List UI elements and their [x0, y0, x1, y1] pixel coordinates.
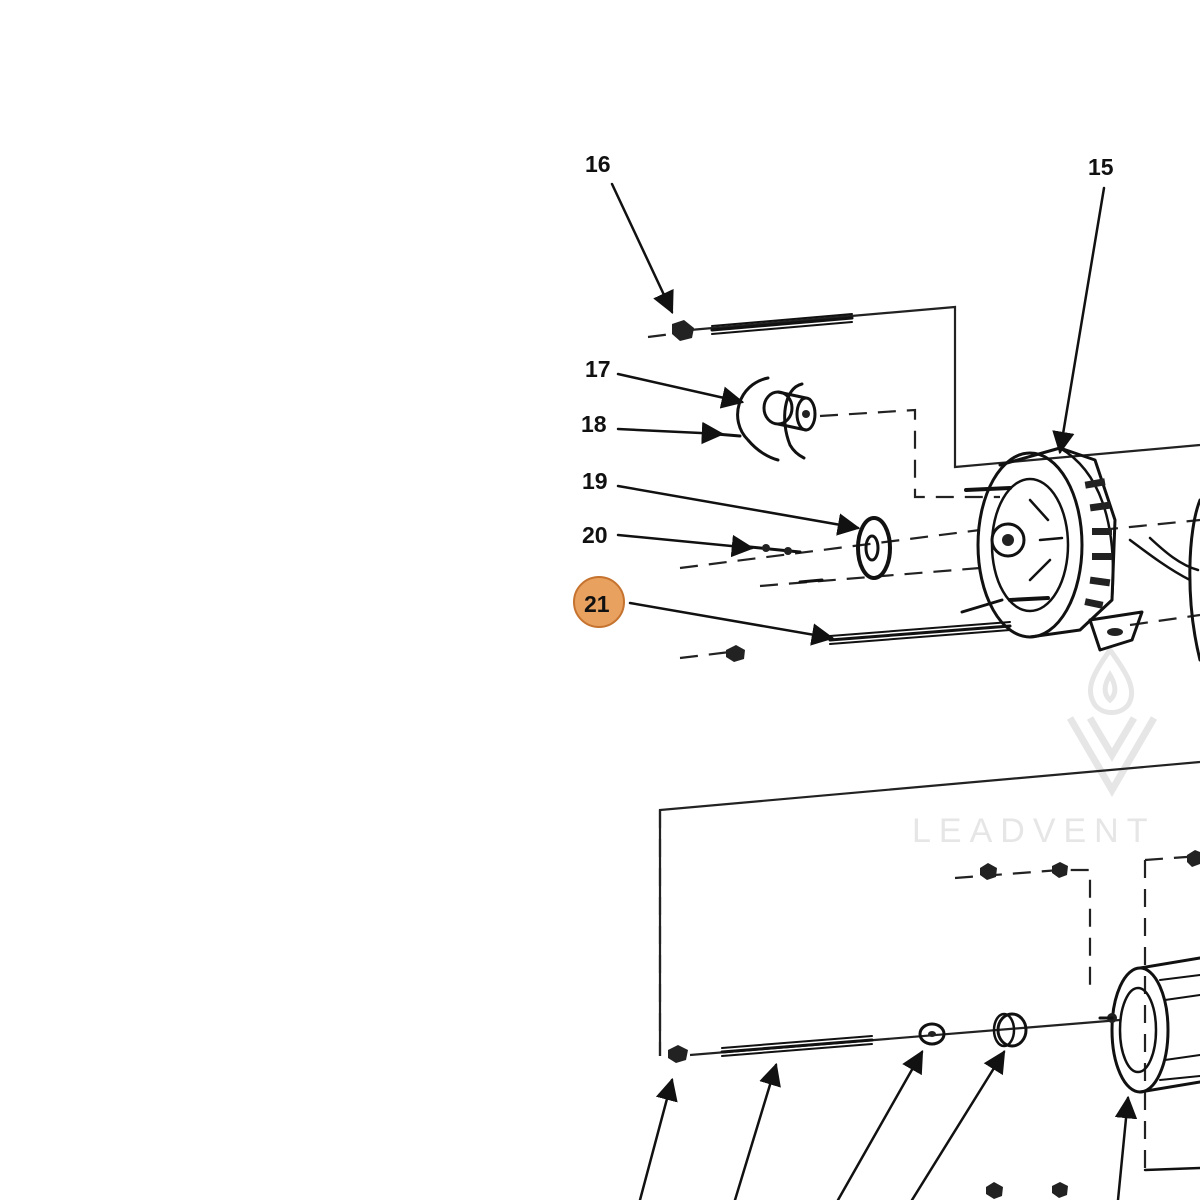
lower-assembly	[638, 760, 1200, 1200]
callout-labels: 16 15 17 18 19 20 21	[581, 151, 1114, 617]
part-21-tie-rod	[726, 621, 1012, 662]
leader-16	[610, 182, 674, 315]
callout-17[interactable]: 17	[585, 356, 611, 382]
watermark-text: LEADVENT	[912, 812, 1156, 850]
callout-15[interactable]: 15	[1088, 154, 1114, 180]
watermark-v-logo-icon	[1066, 716, 1158, 797]
leader-19	[616, 484, 861, 536]
leader-21	[628, 601, 835, 646]
watermark: LEADVENT	[912, 645, 1158, 850]
upper-assembly	[647, 305, 1200, 662]
lower-spacer	[992, 1012, 1028, 1048]
part-16-tie-rod	[672, 313, 854, 341]
part-19-washer	[856, 516, 892, 580]
callout-16[interactable]: 16	[585, 151, 611, 177]
part-20-screw	[738, 544, 824, 584]
leader-18	[616, 421, 725, 445]
leader-20	[616, 533, 755, 558]
lower-washer	[918, 1022, 946, 1046]
leader-17	[616, 372, 745, 409]
lower-leader-lines	[638, 1050, 1138, 1200]
leader-15	[1052, 186, 1106, 455]
part-15-motor-housing	[960, 446, 1200, 662]
callout-18[interactable]: 18	[581, 411, 607, 437]
callout-21-highlight	[573, 576, 625, 628]
part-17-bearing	[736, 376, 817, 462]
watermark-flame-icon	[1087, 645, 1135, 715]
callout-20[interactable]: 20	[582, 522, 608, 548]
callout-21[interactable]: 21	[584, 591, 610, 617]
lower-motor-stator	[1098, 956, 1200, 1094]
callout-leaders	[610, 182, 1106, 646]
callout-19[interactable]: 19	[582, 468, 608, 494]
